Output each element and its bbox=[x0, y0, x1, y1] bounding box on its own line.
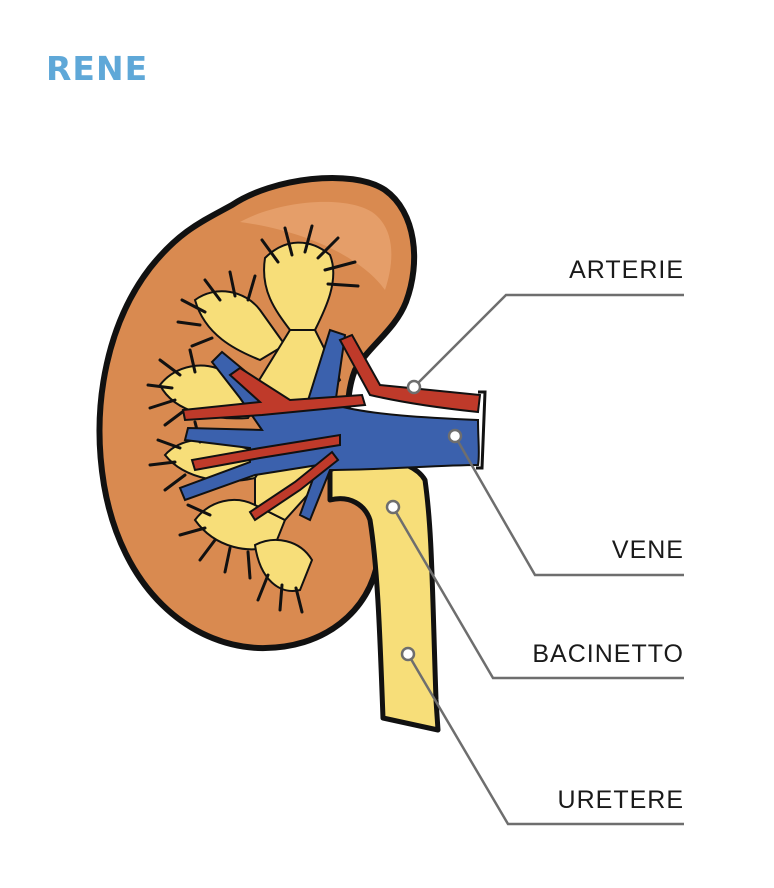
label-arterie: ARTERIE bbox=[569, 256, 684, 284]
dot-bacinetto bbox=[385, 499, 401, 515]
hilum-vessels bbox=[476, 390, 487, 470]
leader-lines bbox=[391, 293, 684, 826]
dot-vene bbox=[447, 428, 463, 444]
dot-uretere bbox=[400, 646, 416, 662]
veins bbox=[178, 328, 480, 522]
label-bacinetto: BACINETTO bbox=[532, 640, 684, 668]
arteries bbox=[181, 333, 482, 522]
calyx-spikes bbox=[146, 224, 360, 614]
label-uretere: URETERE bbox=[558, 786, 684, 814]
leader-uretere bbox=[406, 653, 684, 826]
page-title: RENE bbox=[46, 49, 149, 88]
leader-bacinetto bbox=[391, 506, 684, 680]
leader-vene bbox=[453, 435, 684, 577]
dot-arterie bbox=[406, 379, 422, 395]
leader-dots bbox=[385, 379, 463, 662]
label-vene: VENE bbox=[612, 536, 684, 564]
leader-arterie bbox=[413, 293, 684, 388]
